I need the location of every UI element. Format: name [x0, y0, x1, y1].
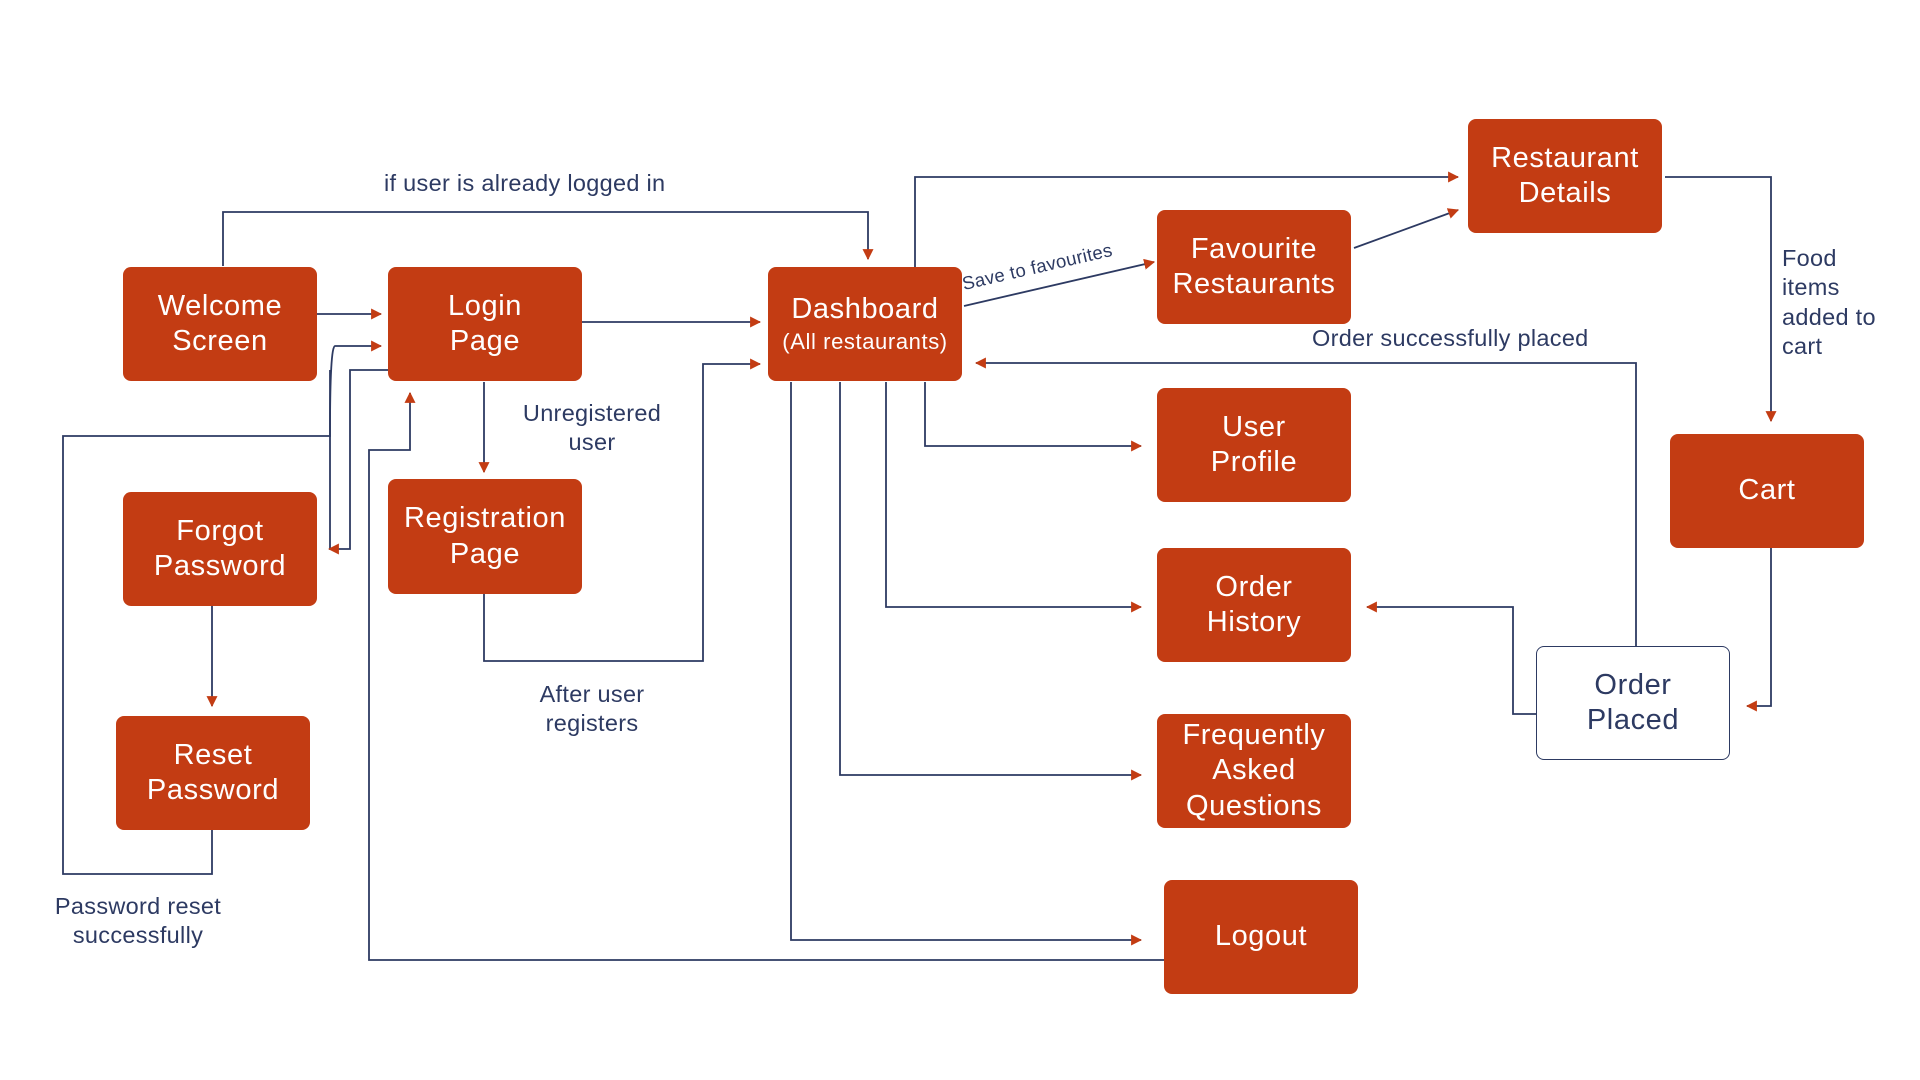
edge-forgot-to-login: [329, 340, 383, 549]
edge-dashboard-to-faq: [839, 382, 1143, 781]
edge-welcome-to-dashboard: [222, 211, 874, 266]
dashboard-node: Dashboard (All restaurants): [768, 267, 962, 381]
welcome-screen-label: Welcome Screen: [157, 289, 283, 357]
edge-dashboard-to-order-history: [885, 382, 1143, 613]
edge-login-to-forgot: [327, 369, 388, 555]
edge-order-placed-to-dashboard: [974, 357, 1637, 646]
forgot-password-label: Forgot Password: [153, 514, 287, 582]
login-page-node: Login Page: [388, 267, 582, 381]
registration-page-label: Registration Page: [404, 502, 566, 570]
forgot-password-node: Forgot Password: [123, 492, 317, 606]
user-profile-label: User Profile: [1210, 410, 1298, 478]
reset-password-node: Reset Password: [116, 716, 310, 830]
edge-dashboard-to-user-profile: [924, 382, 1143, 452]
favourite-restaurants-node: Favourite Restaurants: [1157, 210, 1351, 324]
order-history-label: Order History: [1206, 570, 1302, 638]
cart-node: Cart: [1670, 434, 1864, 548]
restaurant-details-label: Restaurant Details: [1491, 141, 1639, 209]
dashboard-sublabel: (All restaurants): [782, 328, 948, 354]
login-page-label: Login Page: [448, 289, 522, 357]
registration-page-node: Registration Page: [388, 479, 582, 594]
after-user-registers-label: After user registers: [539, 681, 645, 737]
edge-logout-to-login: [368, 391, 1167, 961]
food-items-added-label: Food items added to cart: [1782, 245, 1876, 360]
reset-password-label: Reset Password: [146, 738, 280, 806]
restaurant-details-node: Restaurant Details: [1468, 119, 1662, 233]
logout-label: Logout: [1214, 920, 1308, 953]
logout-node: Logout: [1164, 880, 1358, 994]
edge-dashboard-to-logout: [790, 382, 1143, 946]
cart-label: Cart: [1738, 474, 1796, 507]
edge-restaurant-details-to-cart: [1665, 176, 1777, 423]
faq-node: Frequently Asked Questions: [1157, 714, 1351, 828]
order-successfully-placed-label: Order successfully placed: [1312, 325, 1589, 351]
edge-favourites-to-restaurant-details: [1353, 208, 1460, 249]
edge-registration-to-dashboard: [483, 358, 762, 662]
edge-cart-to-order-placed: [1745, 548, 1772, 712]
welcome-screen-node: Welcome Screen: [123, 267, 317, 381]
order-history-node: Order History: [1157, 548, 1351, 662]
dashboard-label: Dashboard: [791, 293, 939, 326]
password-reset-label: Password reset successfully: [54, 893, 222, 949]
order-placed-node: Order Placed: [1536, 646, 1730, 760]
order-placed-label: Order Placed: [1586, 668, 1680, 736]
user-profile-node: User Profile: [1157, 388, 1351, 502]
already-logged-in-label: if user is already logged in: [384, 170, 666, 196]
edge-dashboard-to-restaurant-details: [914, 171, 1460, 268]
edge-dashboard-to-favourites: [963, 258, 1156, 307]
favourite-restaurants-label: Favourite Restaurants: [1172, 232, 1336, 300]
edge-reset-to-login: [62, 370, 331, 875]
unregistered-user-label: Unregistered user: [522, 400, 662, 456]
faq-label: Frequently Asked Questions: [1182, 718, 1326, 822]
edge-order-placed-to-order-history: [1365, 601, 1540, 715]
